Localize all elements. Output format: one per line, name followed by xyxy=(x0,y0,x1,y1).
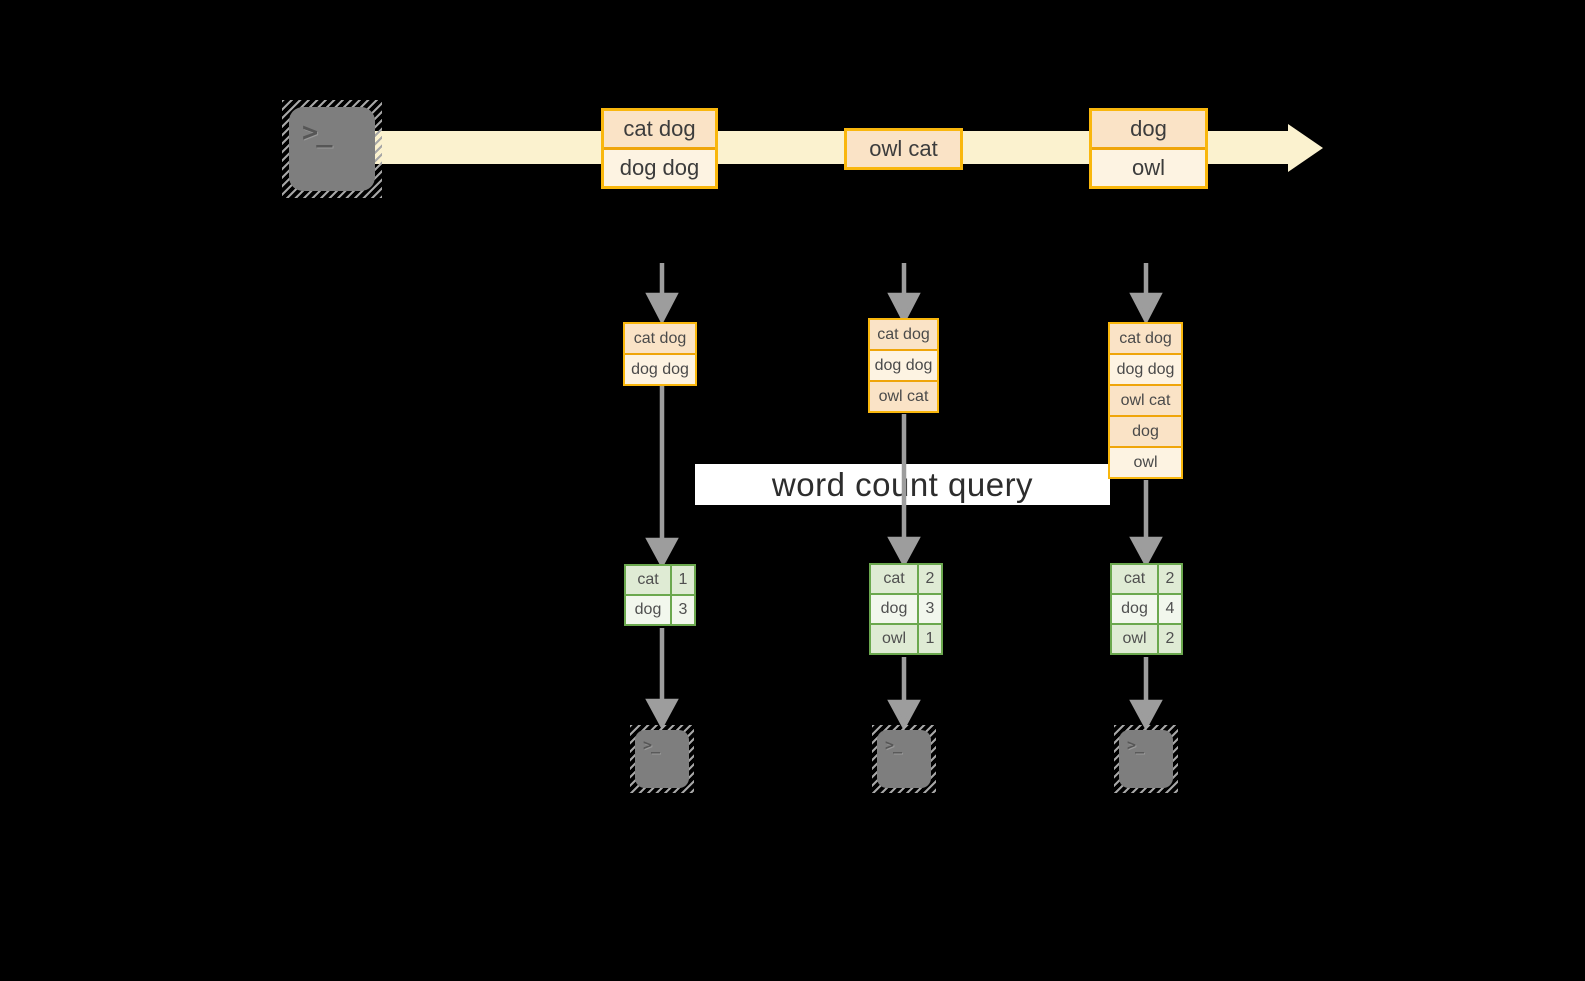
timeline-message: cat dog xyxy=(604,111,715,147)
accumulated-batch-2: cat dog dog dog owl cat xyxy=(868,318,939,413)
accumulated-item: dog dog xyxy=(1110,353,1181,384)
count-cell: 2 xyxy=(1159,625,1181,653)
count-cell: 2 xyxy=(919,565,941,593)
count-cell: 1 xyxy=(919,625,941,653)
query-arrowhead-icon xyxy=(1129,536,1163,568)
count-cell: 2 xyxy=(1159,565,1181,593)
word-count-table-2: cat 2 dog 3 owl 1 xyxy=(869,563,943,655)
accumulated-item: cat dog xyxy=(1110,324,1181,353)
timeline-message: owl xyxy=(1092,147,1205,186)
source-terminal-icon: >_ xyxy=(282,100,382,198)
result-terminal-icon-1: >_ xyxy=(630,725,694,793)
query-arrowhead-icon xyxy=(887,536,921,568)
word-cell: cat xyxy=(626,566,670,594)
terminal-screen: >_ xyxy=(1119,730,1173,788)
timeline-message: owl cat xyxy=(847,131,960,167)
timeline-batch-2: owl cat xyxy=(844,128,963,170)
count-cell: 3 xyxy=(919,595,941,623)
word-cell: dog xyxy=(871,595,917,623)
accumulated-item: owl cat xyxy=(870,380,937,411)
query-label-text: word count query xyxy=(771,465,1034,503)
word-cell: cat xyxy=(871,565,917,593)
word-count-table-1: cat 1 dog 3 xyxy=(624,564,696,626)
ingest-arrowhead-icon xyxy=(1129,292,1163,325)
result-terminal-icon-2: >_ xyxy=(872,725,936,793)
accumulated-item: dog xyxy=(1110,415,1181,446)
terminal-screen: >_ xyxy=(877,730,931,788)
count-cell: 3 xyxy=(672,596,694,624)
ingest-arrowhead-icon xyxy=(645,292,679,325)
word-cell: owl xyxy=(871,625,917,653)
word-cell: cat xyxy=(1112,565,1157,593)
timeline-batch-3: dog owl xyxy=(1089,108,1208,189)
accumulated-item: cat dog xyxy=(870,320,937,349)
accumulated-batch-3: cat dog dog dog owl cat dog owl xyxy=(1108,322,1183,479)
word-cell: owl xyxy=(1112,625,1157,653)
result-terminal-icon-3: >_ xyxy=(1114,725,1178,793)
terminal-screen: >_ xyxy=(635,730,689,788)
count-cell: 1 xyxy=(672,566,694,594)
accumulated-item: dog dog xyxy=(625,353,695,384)
accumulated-item: cat dog xyxy=(625,324,695,353)
timeline-message: dog xyxy=(1092,111,1205,147)
result-arrowhead-icon xyxy=(1129,699,1163,731)
accumulated-batch-1: cat dog dog dog xyxy=(623,322,697,386)
result-arrowhead-icon xyxy=(887,699,921,731)
query-arrowhead-icon xyxy=(645,537,679,569)
timeline-batch-1: cat dog dog dog xyxy=(601,108,718,189)
stream-timeline-arrowhead-icon xyxy=(1288,124,1323,172)
count-cell: 4 xyxy=(1159,595,1181,623)
terminal-prompt-glyph: >_ xyxy=(885,736,902,754)
terminal-screen: >_ xyxy=(289,107,375,191)
terminal-prompt-glyph: >_ xyxy=(643,736,660,754)
accumulated-item: owl cat xyxy=(1110,384,1181,415)
word-cell: dog xyxy=(626,596,670,624)
accumulated-item: dog dog xyxy=(870,349,937,380)
timeline-message: dog dog xyxy=(604,147,715,186)
query-label-box: word count query xyxy=(695,464,1110,505)
word-count-table-3: cat 2 dog 4 owl 2 xyxy=(1110,563,1183,655)
terminal-prompt-glyph: >_ xyxy=(302,117,332,148)
terminal-prompt-glyph: >_ xyxy=(1127,736,1144,754)
result-arrowhead-icon xyxy=(645,698,679,730)
ingest-arrowhead-icon xyxy=(887,292,921,325)
accumulated-item: owl xyxy=(1110,446,1181,477)
word-cell: dog xyxy=(1112,595,1157,623)
